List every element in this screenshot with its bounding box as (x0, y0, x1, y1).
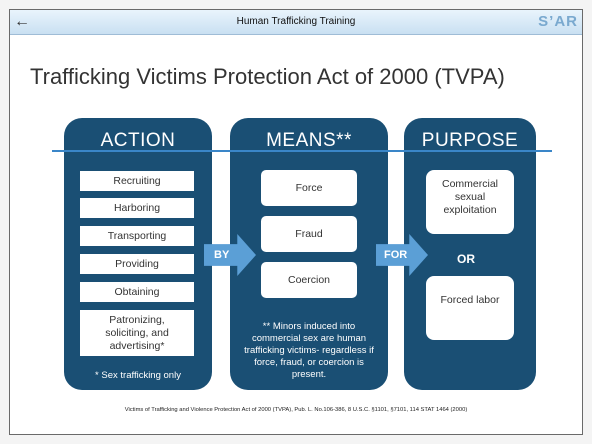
action-item-harboring: Harboring (80, 198, 194, 218)
for-label: FOR (384, 249, 408, 261)
action-item-providing: Providing (80, 254, 194, 274)
action-heading: ACTION (100, 130, 176, 151)
header-bar: ← Human Trafficking Training S’AR (10, 10, 582, 35)
brand-logo: S’AR (538, 10, 578, 34)
means-item-fraud: Fraud (261, 216, 357, 252)
means-item-coercion: Coercion (261, 262, 357, 298)
citation: Victims of Trafficking and Violence Prot… (124, 407, 468, 413)
action-item-recruiting: Recruiting (80, 171, 194, 191)
means-note: ** Minors induced into commercial sex ar… (244, 321, 374, 380)
slide-title: Trafficking Victims Protection Act of 20… (30, 64, 505, 89)
purpose-item-forced-labor: Forced labor (426, 276, 514, 340)
means-heading: MEANS** (266, 130, 352, 151)
purpose-heading: PURPOSE (421, 130, 519, 151)
action-item-obtaining: Obtaining (80, 282, 194, 302)
by-label: BY (214, 249, 230, 261)
header-title: Human Trafficking Training (236, 16, 356, 27)
means-panel: MEANS** (230, 118, 388, 390)
action-item-transporting: Transporting (80, 226, 194, 246)
purpose-item-sexual-exploitation: Commercial sexual exploitation (426, 170, 514, 234)
purpose-or-label: OR (457, 252, 475, 266)
action-item-patronizing: Patronizing, soliciting, and advertising… (80, 310, 194, 356)
back-arrow-icon[interactable]: ← (14, 13, 30, 30)
brand-text: S’AR (538, 13, 578, 30)
horizontal-rule (52, 150, 552, 152)
means-item-force: Force (261, 170, 357, 206)
action-note: * Sex trafficking only (95, 370, 181, 381)
